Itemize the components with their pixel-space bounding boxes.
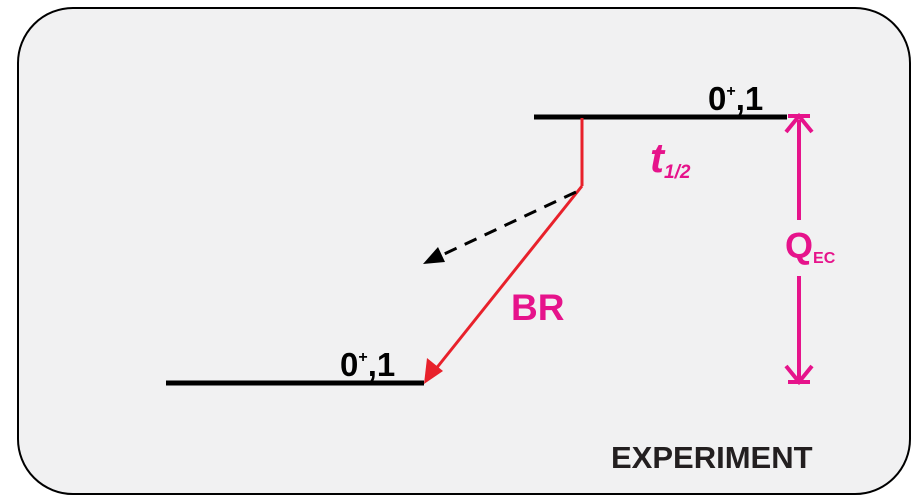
- q-value-label: QEC: [785, 225, 836, 267]
- side-branch-arrowhead: [423, 247, 445, 264]
- diagram-panel: [17, 7, 911, 495]
- half-life-label: t1/2: [650, 134, 691, 183]
- lower-level-label: 0+,1: [340, 346, 395, 383]
- side-branch-arrow: [439, 190, 577, 258]
- branching-ratio-label: BR: [511, 287, 564, 328]
- upper-level-label: 0+,1: [708, 80, 763, 117]
- transition-arrowhead: [424, 358, 443, 384]
- transition-arrow: [425, 185, 584, 381]
- experiment-label: EXPERIMENT: [611, 440, 813, 475]
